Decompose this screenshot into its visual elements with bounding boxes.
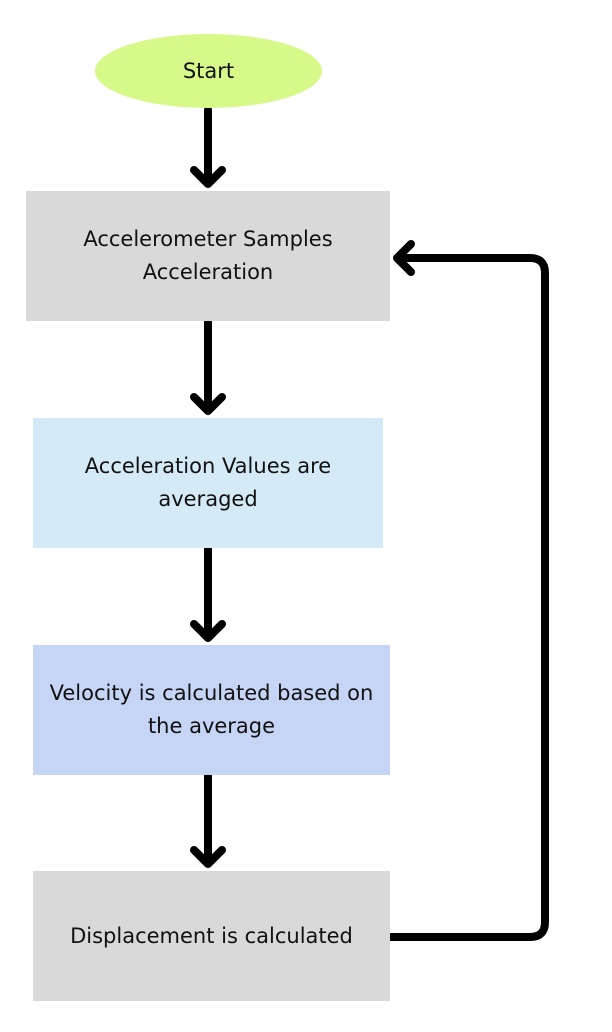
start-label: Start	[182, 58, 235, 83]
displacement-calculated-label: Displacement is calculated	[70, 923, 353, 948]
velocity-calculated-node: Velocity is calculated based on the aver…	[33, 645, 390, 775]
arrow-n1-to-n2	[190, 318, 226, 415]
displacement-calculated-node: Displacement is calculated	[33, 871, 390, 1001]
acceleration-averaged-label: Acceleration Values are averaged	[84, 454, 332, 511]
loop-back-arrow-n4-to-n1	[387, 240, 549, 941]
arrow-n2-to-n3	[190, 545, 226, 642]
arrow-start-to-n1	[190, 106, 226, 188]
acceleration-averaged-node: Acceleration Values are averaged	[33, 418, 383, 548]
accelerometer-samples-label: Accelerometer Samples Acceleration	[83, 227, 333, 284]
velocity-calculated-label: Velocity is calculated based on the aver…	[49, 681, 374, 738]
accelerometer-samples-node: Accelerometer Samples Acceleration	[26, 191, 390, 321]
arrow-n3-to-n4	[190, 772, 226, 868]
start-node: Start	[95, 34, 322, 108]
